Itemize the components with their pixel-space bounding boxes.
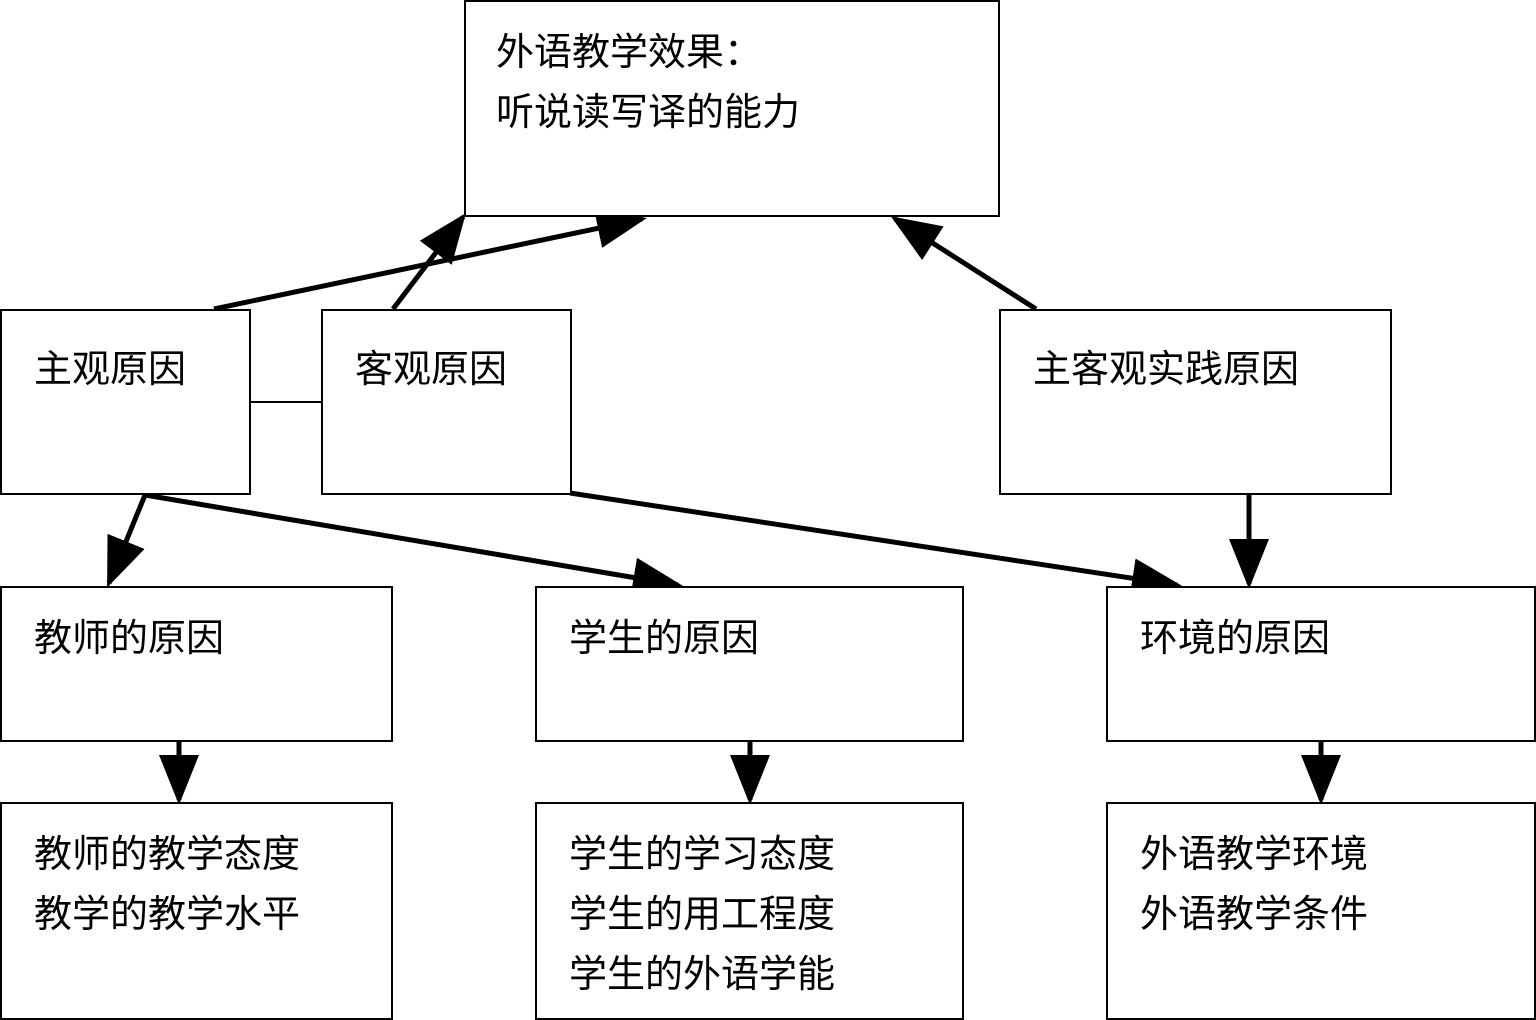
student-cause-box: 学生的原因	[535, 586, 964, 742]
environment-detail-item: 外语教学条件	[1140, 892, 1369, 936]
effect-subtitle: 听说读写译的能力	[496, 90, 801, 134]
arrow-objective-to-environment	[569, 490, 1182, 599]
student-cause-label: 学生的原因	[569, 616, 760, 660]
effect-title: 外语教学效果：	[496, 30, 763, 74]
student-detail-item: 学生的用工程度	[569, 892, 836, 936]
teacher-detail-item: 教师的教学态度	[34, 832, 301, 876]
subjective-cause-label: 主观原因	[34, 347, 187, 391]
environment-detail-box: 外语教学环境 外语教学条件	[1106, 802, 1536, 1020]
teacher-detail-box: 教师的教学态度 教学的教学水平	[0, 802, 393, 1020]
student-detail-item: 学生的学习态度	[569, 832, 836, 876]
arrow-subjective-to-teacher	[106, 494, 148, 588]
objective-cause-box: 客观原因	[321, 309, 572, 495]
practice-cause-label: 主客观实践原因	[1033, 347, 1300, 391]
teacher-detail-item: 教学的教学水平	[34, 892, 301, 936]
environment-cause-box: 环境的原因	[1106, 586, 1536, 742]
subjective-cause-box: 主观原因	[0, 309, 251, 495]
environment-cause-label: 环境的原因	[1140, 616, 1331, 660]
effect-box: 外语教学效果： 听说读写译的能力	[464, 0, 1000, 217]
environment-detail-item: 外语教学环境	[1140, 832, 1369, 876]
arrow-subjective-to-effect	[213, 208, 647, 312]
arrow-practice-to-effect	[890, 216, 1038, 312]
arrow-subjective-to-student	[144, 492, 683, 598]
teacher-cause-box: 教师的原因	[0, 586, 393, 742]
practice-cause-box: 主客观实践原因	[999, 309, 1392, 495]
student-detail-box: 学生的学习态度 学生的用工程度 学生的外语学能	[535, 802, 964, 1020]
objective-cause-label: 客观原因	[355, 347, 508, 391]
student-detail-item: 学生的外语学能	[569, 952, 836, 996]
teacher-cause-label: 教师的原因	[34, 616, 225, 660]
arrow-objective-to-effect	[391, 213, 467, 311]
